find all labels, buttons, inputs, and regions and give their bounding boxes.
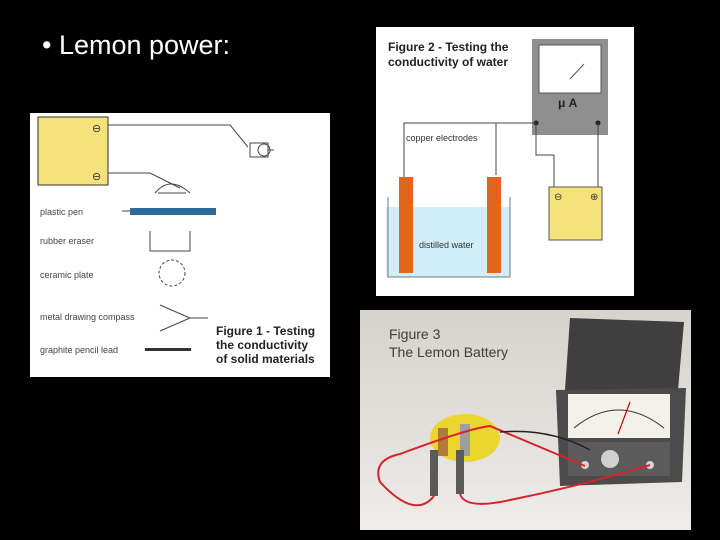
battery-terminal-positive: ⊕: [590, 192, 598, 203]
slide-title: • Lemon power:: [42, 30, 231, 60]
microammeter-needle: [569, 63, 585, 80]
multimeter-lid: [565, 318, 684, 390]
microammeter-dial: [538, 44, 602, 94]
clip-probe-icon: [154, 183, 191, 194]
figure-1-caption-line-1: Figure 1 - Testing: [216, 324, 315, 338]
black-test-lead: [499, 430, 591, 451]
meter-terminal-top: ⊖: [92, 123, 101, 135]
graphite-lead-icon: [145, 348, 191, 351]
battery-end-icon: [257, 143, 271, 157]
ceramic-plate-icon: [158, 259, 186, 287]
figure-1-diagram: ⊖ ⊖ plastic pen rubber eraser ceramic pl…: [37, 116, 315, 366]
item-label-ceramic-plate: ceramic plate: [40, 270, 94, 280]
electrodes-label: copper electrodes: [406, 133, 478, 143]
multimeter-needle: [617, 401, 631, 435]
water-label: distilled water: [419, 240, 474, 250]
metal-compass-icon: [159, 304, 208, 332]
meter-box: [37, 116, 109, 186]
alligator-clip-right: [456, 450, 464, 494]
electrode-right: [487, 177, 501, 273]
figure-1-panel: ⊖ ⊖ plastic pen rubber eraser ceramic pl…: [30, 113, 330, 377]
item-label-rubber-eraser: rubber eraser: [40, 236, 94, 246]
battery-icon: [249, 142, 274, 158]
figure-2-caption-line-2: conductivity of water: [388, 55, 508, 69]
figure-3-caption-line-2: The Lemon Battery: [389, 344, 508, 360]
container-outline: [387, 197, 511, 278]
figure-2-diagram: Figure 2 - Testing the conductivity of w…: [386, 39, 608, 278]
figure-3-photo: Figure 3 The Lemon Battery: [360, 310, 691, 530]
figure-3-caption-line-1: Figure 3: [389, 326, 441, 342]
item-label-metal-compass: metal drawing compass: [40, 312, 135, 322]
figure-2-caption-line-1: Figure 2 - Testing the: [388, 40, 509, 54]
microammeter-label: μ A: [558, 96, 578, 110]
alligator-clip-left: [430, 450, 438, 496]
figure-1-caption-line-3: of solid materials: [216, 352, 315, 366]
electrode-left: [399, 177, 413, 273]
battery-box: [548, 186, 603, 241]
figure-2-panel: Figure 2 - Testing the conductivity of w…: [376, 27, 634, 296]
selector-knob: [601, 450, 619, 468]
figure-2-wires: [403, 122, 599, 187]
wires: [108, 124, 249, 189]
copper-electrode: [438, 428, 448, 456]
red-test-lead-2: [459, 464, 651, 505]
zinc-electrode: [460, 424, 470, 456]
item-label-graphite-lead: graphite pencil lead: [40, 345, 118, 355]
multimeter-scale: [573, 409, 665, 429]
battery-terminal-negative: ⊖: [554, 192, 562, 203]
plastic-pen-icon: [130, 208, 216, 215]
figure-1-caption-line-2: the conductivity: [216, 338, 308, 352]
red-test-lead: [377, 424, 586, 507]
item-label-plastic-pen: plastic pen: [40, 207, 83, 217]
meter-terminal-bottom: ⊖: [92, 171, 101, 183]
lemon-battery-photo: Figure 3 The Lemon Battery: [377, 318, 686, 507]
rubber-eraser-icon: [149, 231, 191, 252]
